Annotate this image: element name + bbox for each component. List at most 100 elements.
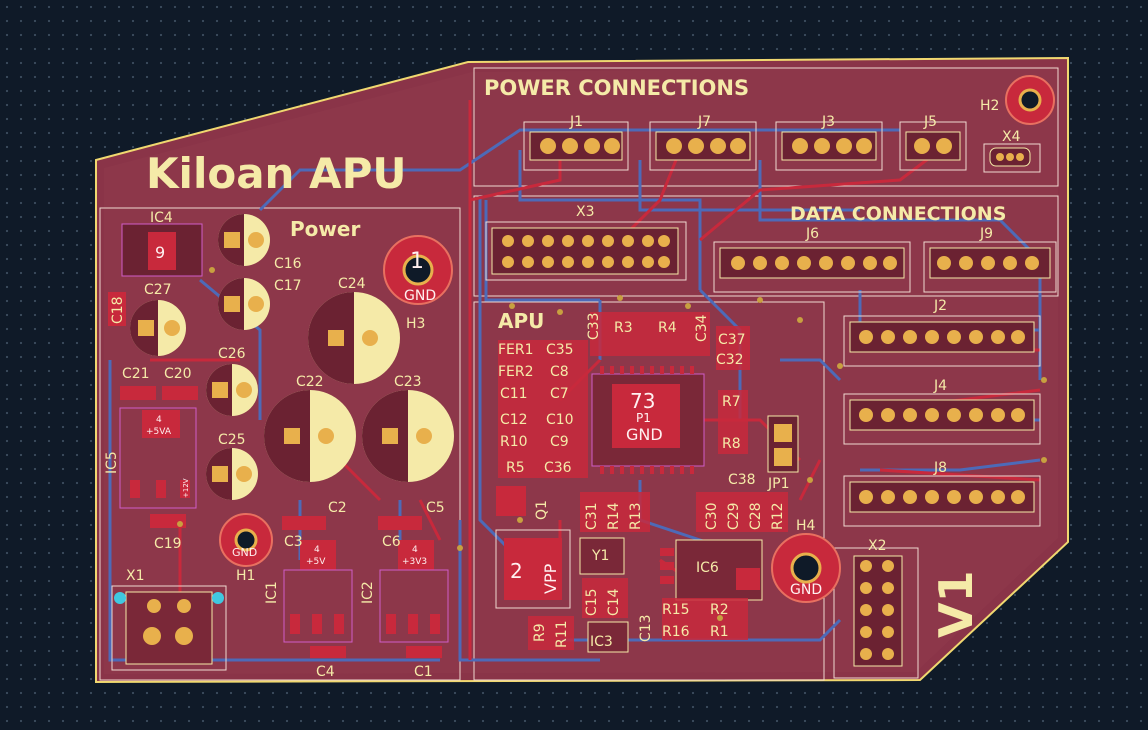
j3-label: J3 bbox=[821, 114, 835, 130]
capacitor-c18[interactable]: C18 bbox=[108, 292, 126, 326]
mounting-hole-h2[interactable]: H2 bbox=[980, 75, 1055, 125]
connector-j3[interactable]: J3 bbox=[775, 114, 883, 171]
c1-label: C1 bbox=[414, 664, 433, 680]
connector-j9[interactable]: J9 bbox=[923, 226, 1057, 293]
j8-label: J8 bbox=[933, 460, 947, 476]
capacitor-c24[interactable]: C24 bbox=[308, 276, 400, 384]
h3-pad-net: GND bbox=[404, 288, 436, 304]
ic5-pad-num: 4 bbox=[156, 415, 162, 425]
ic5-label: IC5 bbox=[104, 451, 120, 474]
connector-j8[interactable]: J8 bbox=[843, 460, 1041, 527]
c4-label: C4 bbox=[316, 664, 335, 680]
capacitor-c25[interactable]: C25 bbox=[206, 432, 258, 500]
c35-label: C35 bbox=[546, 342, 574, 358]
capacitor-c21[interactable]: C21 bbox=[120, 366, 156, 400]
c11-label: C11 bbox=[500, 386, 528, 402]
r8-label: R8 bbox=[722, 436, 741, 452]
regulator-ic2[interactable]: 4 +3V3 IC2 C6 bbox=[360, 534, 449, 643]
j9-label: J9 bbox=[979, 226, 993, 242]
apu-passives-right[interactable]: C37 C32 R7 R8 C38 bbox=[716, 326, 756, 488]
connector-j2[interactable]: J2 bbox=[843, 298, 1041, 367]
r3-label: R3 bbox=[614, 320, 633, 336]
c19-label: C19 bbox=[154, 536, 182, 552]
c30-label: C30 bbox=[704, 502, 720, 530]
vpp-pad[interactable]: 2 VPP bbox=[495, 529, 571, 609]
r7-label: R7 bbox=[722, 394, 741, 410]
x3-label: X3 bbox=[576, 204, 595, 220]
r5-label: R5 bbox=[506, 460, 525, 476]
connector-j1[interactable]: J1 bbox=[523, 114, 629, 171]
ic1-pad-net: +5V bbox=[306, 557, 326, 567]
apu-passives-bottom[interactable]: R15 R2 R16 R1 bbox=[662, 598, 748, 640]
power-frame bbox=[99, 207, 461, 681]
mounting-hole-h4[interactable]: GND H4 bbox=[771, 518, 841, 603]
apu-frame bbox=[473, 301, 825, 681]
apu-passives-mid[interactable]: C31 R14 R13 C30 C29 C28 R12 bbox=[580, 492, 788, 532]
x2-frame bbox=[833, 547, 919, 679]
jp1-label: JP1 bbox=[767, 476, 789, 492]
j4-label: J4 bbox=[933, 378, 947, 394]
crystal-y1[interactable]: Y1 bbox=[579, 537, 625, 575]
apu-chip-p1[interactable]: 73 P1 GND bbox=[591, 366, 705, 474]
capacitor-c5[interactable]: C5 bbox=[378, 500, 445, 530]
connector-x4[interactable]: X4 bbox=[983, 129, 1041, 173]
apu-passives-low[interactable]: C15 C14 R9 R11 C13 bbox=[528, 578, 654, 650]
capacitor-c27[interactable]: C27 bbox=[130, 282, 186, 356]
capacitor-c23[interactable]: C23 bbox=[362, 374, 454, 482]
capacitor-c16[interactable]: C16 bbox=[218, 214, 302, 272]
regulator-ic5[interactable]: 4 +5VA +12V IC5 bbox=[104, 407, 197, 509]
r2-label: R2 bbox=[710, 602, 729, 618]
c9-label: C9 bbox=[550, 434, 569, 450]
connector-j6[interactable]: J6 bbox=[713, 226, 911, 293]
capacitor-c22[interactable]: C22 bbox=[264, 374, 356, 482]
c22-label: C22 bbox=[296, 374, 324, 390]
c26-label: C26 bbox=[218, 346, 246, 362]
regulator-ic4[interactable]: 9 IC4 bbox=[121, 210, 203, 277]
connector-x2[interactable]: X2 bbox=[853, 538, 903, 667]
apu-passives-top[interactable]: C33 R3 R4 C34 bbox=[586, 312, 710, 356]
ic1-label: IC1 bbox=[264, 581, 280, 604]
capacitor-c26[interactable]: C26 bbox=[206, 346, 258, 416]
connector-j4[interactable]: J4 bbox=[843, 378, 1041, 445]
apu-passives-left[interactable]: FER1 C35 FER2 C8 C11 C7 C12 C10 R10 C9 R… bbox=[498, 340, 588, 478]
capacitor-c20[interactable]: C20 bbox=[162, 366, 198, 400]
apu-heading: APU bbox=[498, 309, 544, 333]
ic2-pad-num: 4 bbox=[412, 545, 418, 555]
c20-label: C20 bbox=[164, 366, 192, 382]
transistor-q1[interactable]: Q1 bbox=[496, 486, 550, 520]
mounting-hole-h3[interactable]: 1 GND H3 bbox=[383, 235, 453, 332]
ic3[interactable]: IC3 bbox=[587, 621, 629, 653]
c32-label: C32 bbox=[716, 352, 744, 368]
c27-label: C27 bbox=[144, 282, 172, 298]
c10-label: C10 bbox=[546, 412, 574, 428]
connector-j7[interactable]: J7 bbox=[649, 114, 757, 171]
ic6[interactable]: IC6 bbox=[660, 539, 763, 601]
h3-label: H3 bbox=[406, 316, 425, 332]
mounting-hole-h1[interactable]: GND H1 bbox=[219, 513, 273, 584]
r9-label: R9 bbox=[532, 623, 548, 642]
jumper-jp1[interactable]: JP1 bbox=[767, 415, 799, 492]
r12-label: R12 bbox=[770, 502, 786, 530]
connector-x1[interactable]: X1 bbox=[111, 568, 227, 671]
h1-label: H1 bbox=[236, 568, 255, 584]
j1-label: J1 bbox=[569, 114, 583, 130]
p1-pad-net: GND bbox=[626, 425, 663, 444]
capacitor-c17[interactable]: C17 bbox=[218, 278, 302, 330]
regulator-ic1[interactable]: 4 +5V IC1 C3 bbox=[264, 534, 353, 643]
c23-label: C23 bbox=[394, 374, 422, 390]
capacitor-c19[interactable]: C19 bbox=[150, 514, 186, 552]
capacitor-c4[interactable]: C4 bbox=[310, 646, 346, 680]
h1-pad-net: GND bbox=[232, 546, 257, 559]
j7-label: J7 bbox=[697, 114, 711, 130]
ic2-pad-net: +3V3 bbox=[402, 557, 427, 567]
connector-j5[interactable]: J5 bbox=[899, 114, 967, 171]
fer1-label: FER1 bbox=[498, 342, 534, 358]
h4-label: H4 bbox=[796, 518, 816, 534]
capacitor-c1[interactable]: C1 bbox=[406, 646, 442, 680]
capacitor-c2[interactable]: C2 bbox=[282, 500, 347, 530]
p1-label: P1 bbox=[636, 411, 651, 425]
c15-label: C15 bbox=[584, 588, 600, 616]
connector-x3[interactable]: X3 bbox=[485, 204, 687, 281]
